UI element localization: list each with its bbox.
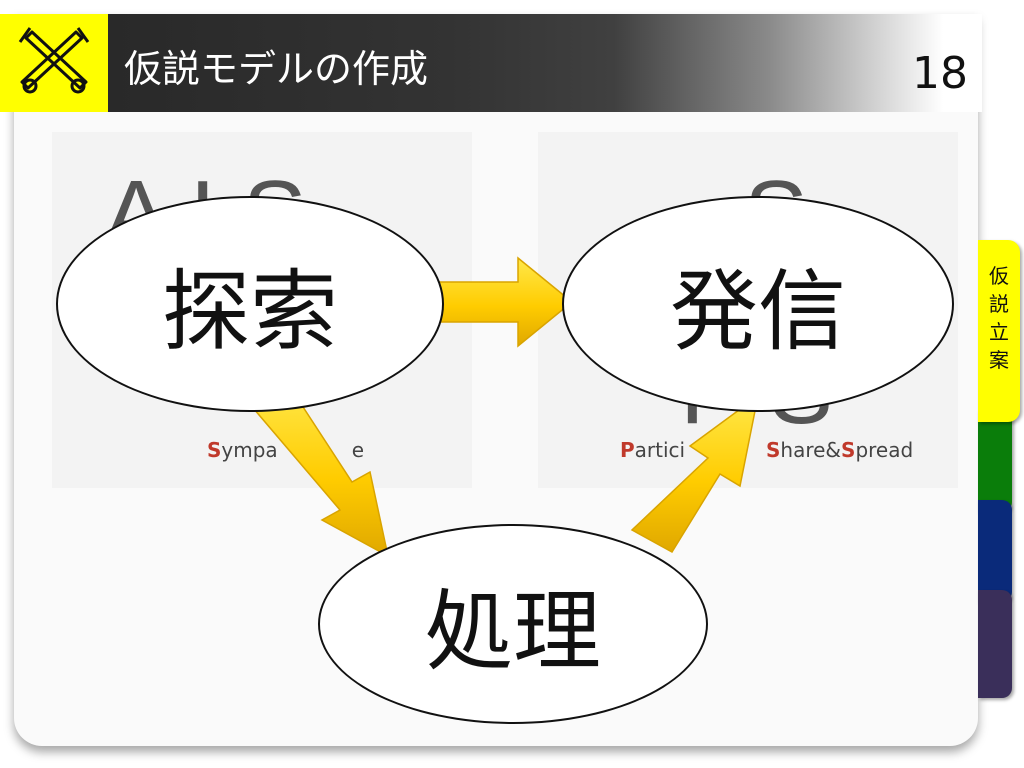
slide-title: 仮説モデルの作成 — [124, 47, 429, 91]
caption-initial: S — [766, 438, 781, 462]
node-process-label: 処理 — [424, 579, 601, 683]
side-tab-hypothesis[interactable]: 仮 説 立 案 — [978, 240, 1020, 422]
node-transmit-label: 発信 — [669, 259, 846, 363]
left-model-caption: Sympa e — [207, 438, 364, 462]
tab-char: 案 — [989, 348, 1009, 372]
side-tab-purple[interactable] — [978, 590, 1012, 698]
caption-initial: S — [841, 438, 856, 462]
tab-char: 立 — [989, 320, 1009, 344]
caption-initial: P — [620, 438, 635, 462]
tab-char: 説 — [989, 292, 1009, 316]
caption-text: artici — [634, 438, 686, 462]
crossed-tools-icon — [18, 27, 90, 94]
tab-char: 仮 — [989, 264, 1009, 288]
side-tab-label: 仮 説 立 案 — [978, 262, 1020, 374]
page-number: 18 — [912, 48, 968, 99]
title-bar — [14, 14, 982, 112]
arrow-explore-to-transmit — [429, 256, 574, 348]
caption-text: ympa — [221, 438, 278, 462]
logo — [0, 14, 108, 112]
side-tab-green[interactable] — [978, 410, 1012, 512]
node-transmit: 発信 — [562, 196, 954, 412]
right-model-caption-share-spread: Share&Spread — [766, 438, 913, 462]
caption-initial: S — [207, 438, 222, 462]
arrow-process-to-transmit — [630, 394, 760, 554]
node-explore-label: 探索 — [161, 259, 338, 363]
side-tab-blue[interactable] — [978, 500, 1012, 602]
caption-tail: e — [351, 438, 364, 462]
right-model-caption-participate: Partici — [620, 438, 685, 462]
caption-text: hare& — [780, 438, 842, 462]
node-process: 処理 — [318, 524, 708, 724]
caption-text: pread — [855, 438, 914, 462]
node-explore: 探索 — [56, 196, 444, 412]
